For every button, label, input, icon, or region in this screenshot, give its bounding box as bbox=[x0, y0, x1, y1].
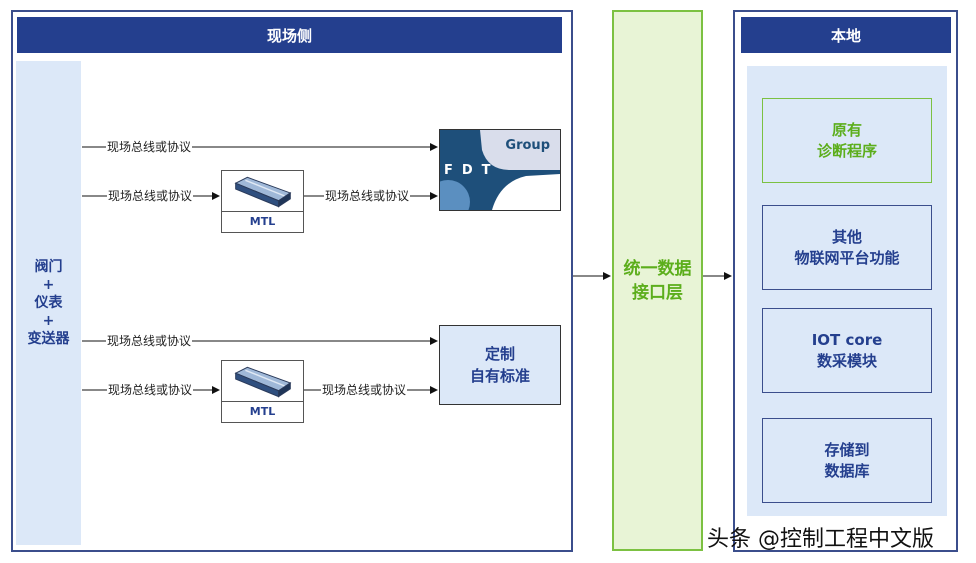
custom-standard-line: 定制 bbox=[484, 345, 515, 363]
protocol-label: 现场总线或协议 bbox=[106, 140, 193, 154]
field-side-panel bbox=[11, 10, 573, 552]
mtl-label: MTL bbox=[249, 404, 276, 418]
devices-line: 仪表 bbox=[34, 295, 63, 311]
local-box-line: 物联网平台功能 bbox=[794, 248, 900, 267]
local-box-line: 其他 bbox=[831, 227, 862, 246]
devices-line: + bbox=[42, 313, 55, 329]
protocol-label: 现场总线或协议 bbox=[106, 334, 193, 348]
watermark-text: 头条 @控制工程中文版 bbox=[707, 527, 934, 552]
local-header: 本地 bbox=[741, 17, 951, 53]
devices-line: 阀门 bbox=[34, 259, 63, 275]
devices-column: 阀门 + 仪表 + 变送器 bbox=[16, 61, 81, 545]
iot-core-acquisition-box: IOT core 数采模块 bbox=[762, 308, 932, 393]
mtl-device-icon bbox=[222, 366, 303, 402]
custom-standard-box: 定制 自有标准 bbox=[439, 325, 561, 405]
protocol-label: 现场总线或协议 bbox=[107, 383, 194, 397]
interface-layer-line: 接口层 bbox=[632, 282, 683, 303]
devices-line: + bbox=[42, 277, 55, 293]
protocol-label: 现场总线或协议 bbox=[107, 189, 194, 203]
interface-layer-line: 统一数据 bbox=[623, 258, 692, 279]
mtl-device-icon bbox=[222, 176, 303, 212]
mtl-device: MTL bbox=[221, 360, 304, 423]
local-box-line: 数采模块 bbox=[816, 351, 877, 370]
local-box-line: 原有 bbox=[831, 120, 862, 139]
field-side-header: 现场侧 bbox=[17, 17, 562, 53]
fdt-group-label: Group bbox=[505, 138, 550, 153]
fdt-logo-text: FDT bbox=[444, 163, 500, 178]
protocol-label: 现场总线或协议 bbox=[321, 383, 408, 397]
local-box-line: 诊断程序 bbox=[816, 141, 877, 160]
original-diagnostics-box: 原有 诊断程序 bbox=[762, 98, 932, 183]
local-box-line: 存储到 bbox=[824, 440, 870, 459]
local-box-line: 数据库 bbox=[824, 461, 870, 480]
fdt-logo-graphic bbox=[440, 130, 560, 210]
devices-line: 变送器 bbox=[27, 331, 70, 347]
mtl-label: MTL bbox=[249, 214, 276, 228]
other-iot-platform-box: 其他 物联网平台功能 bbox=[762, 205, 932, 290]
protocol-label: 现场总线或协议 bbox=[324, 189, 411, 203]
fdt-group-logo: Group FDT bbox=[439, 129, 561, 211]
store-to-database-box: 存储到 数据库 bbox=[762, 418, 932, 503]
custom-standard-line: 自有标准 bbox=[469, 367, 530, 385]
unified-data-interface-layer: 统一数据 接口层 bbox=[612, 10, 703, 551]
local-box-line: IOT core bbox=[811, 330, 883, 349]
mtl-device: MTL bbox=[221, 170, 304, 233]
